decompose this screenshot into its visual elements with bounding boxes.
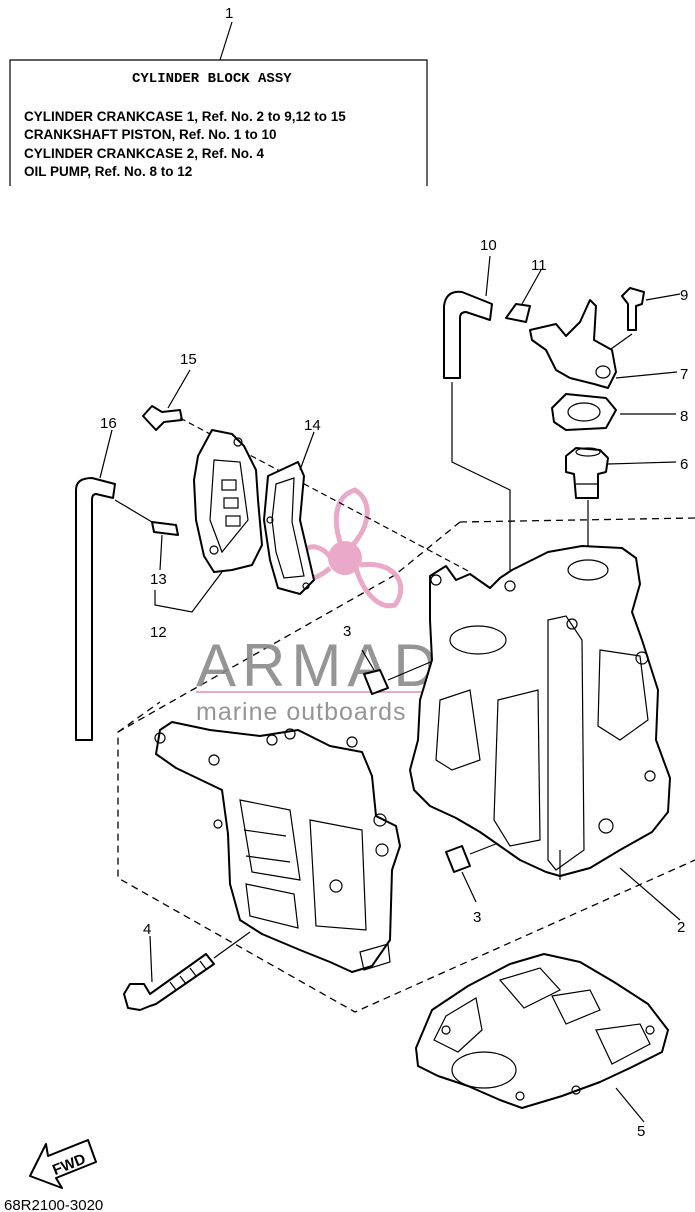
callout-15: 15 bbox=[180, 351, 197, 368]
assembly-line-2: CRANKSHAFT PISTON, Ref. No. 1 to 10 bbox=[24, 127, 277, 142]
part-3-dowel-upper bbox=[361, 649, 441, 695]
assembly-info-box: 1 CYLINDER BLOCK ASSY CYLINDER CRANKCASE… bbox=[9, 5, 428, 186]
part-15-bolt bbox=[142, 369, 471, 573]
callout-3-lower: 3 bbox=[473, 909, 481, 926]
part-2-cylinder-block bbox=[409, 545, 681, 921]
part-8-gasket bbox=[551, 393, 676, 431]
watermark-tagline: marine outboards bbox=[196, 698, 407, 726]
assembly-line-1: CYLINDER CRANKCASE 1, Ref. No. 2 to 9,12… bbox=[24, 109, 346, 124]
diagram-code: 68R2100-3020 bbox=[4, 1197, 103, 1212]
assembly-title: CYLINDER BLOCK ASSY bbox=[132, 71, 292, 87]
fwd-arrow-icon: FWD bbox=[29, 1139, 97, 1189]
part-7-housing bbox=[529, 299, 678, 389]
part-3-dowel-lower bbox=[445, 839, 507, 903]
callout-1: 1 bbox=[225, 5, 233, 22]
part-14-gasket bbox=[263, 431, 315, 595]
part-12-cover bbox=[154, 429, 263, 613]
callout-6: 6 bbox=[680, 456, 688, 473]
part-5-gasket bbox=[415, 953, 669, 1123]
callout-labels: 2 3 3 4 5 6 7 8 9 10 11 12 13 14 15 16 bbox=[100, 237, 688, 1140]
propeller-hub-icon bbox=[328, 541, 362, 575]
callout-7: 7 bbox=[680, 366, 688, 383]
callout-11: 11 bbox=[531, 257, 547, 274]
callout-3-upper: 3 bbox=[343, 623, 351, 640]
part-13-pin bbox=[151, 521, 179, 571]
part-16-hose bbox=[75, 429, 153, 741]
callout-16: 16 bbox=[100, 415, 117, 432]
callout-10: 10 bbox=[480, 237, 497, 254]
callout-12: 12 bbox=[150, 624, 167, 641]
callout-9: 9 bbox=[680, 287, 688, 304]
part-9-bolt bbox=[603, 287, 681, 355]
callout-14: 14 bbox=[304, 417, 321, 434]
callout-13: 13 bbox=[150, 571, 167, 588]
part-4-bolt bbox=[123, 931, 251, 1011]
callout-2: 2 bbox=[677, 919, 685, 936]
part-10-hose bbox=[443, 255, 511, 580]
callout-8: 8 bbox=[680, 408, 688, 425]
callout-5: 5 bbox=[637, 1123, 645, 1140]
part-6-thermostat bbox=[565, 447, 677, 564]
callout-4: 4 bbox=[143, 921, 151, 938]
part-crankcase bbox=[154, 721, 401, 973]
assembly-line-4: OIL PUMP, Ref. No. 8 to 12 bbox=[24, 164, 192, 179]
part-11-clip bbox=[505, 269, 542, 323]
assembly-dashed-outlines bbox=[117, 517, 695, 1013]
assembly-line-3: CYLINDER CRANKCASE 2, Ref. No. 4 bbox=[24, 146, 265, 161]
